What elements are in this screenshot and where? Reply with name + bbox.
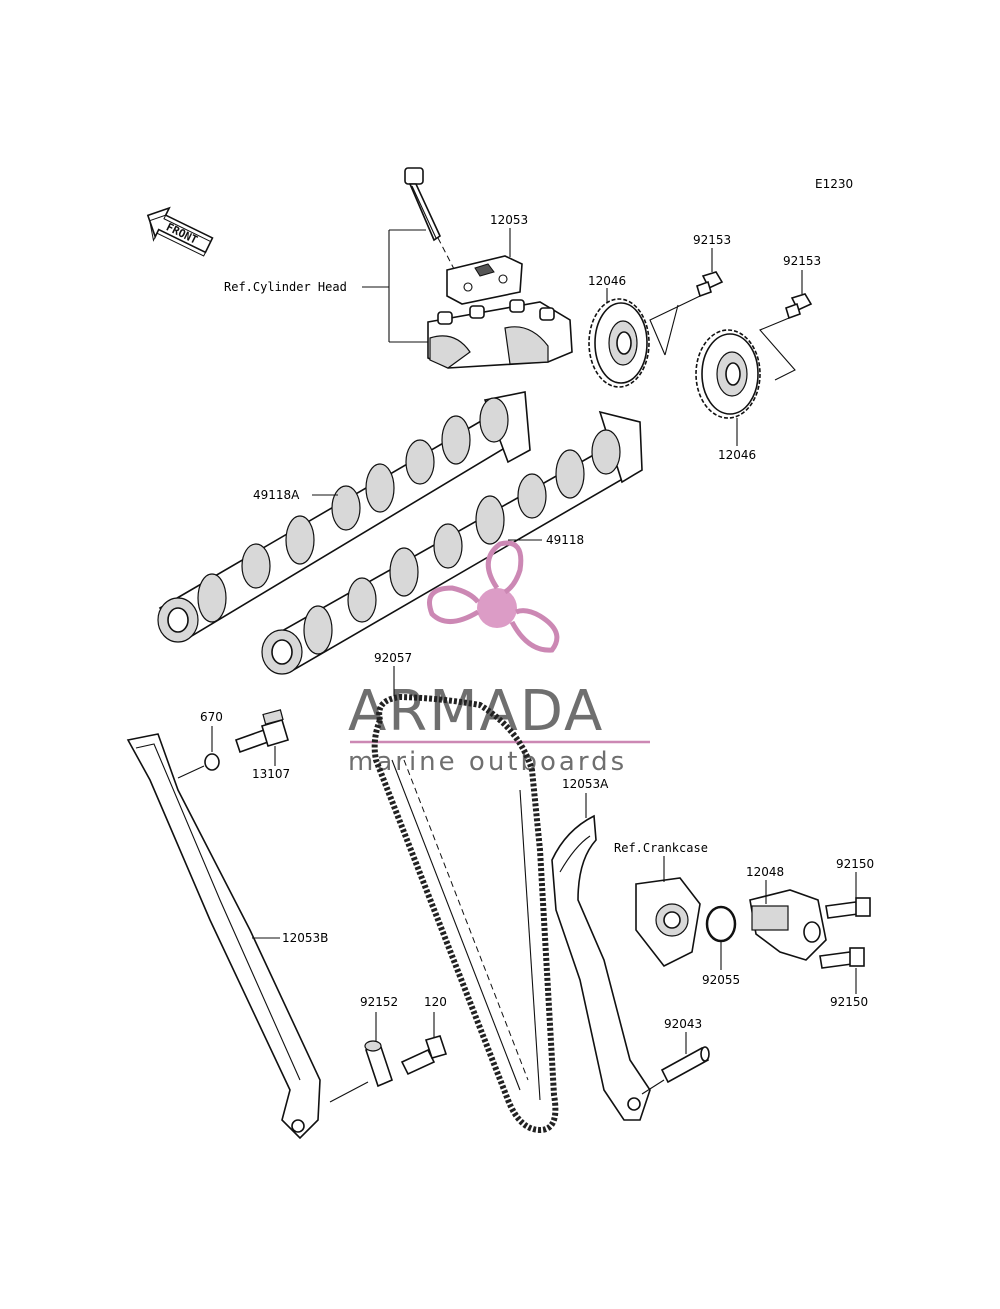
label-12053B: 12053B [282, 931, 328, 945]
pin-92043 [660, 1046, 710, 1084]
ref-crankcase-label: Ref.Crankcase [614, 841, 708, 855]
label-12046-bottom: 12046 [718, 448, 756, 462]
bolt-120 [400, 1035, 448, 1076]
camshaft-holder [427, 299, 573, 369]
label-49118: 49118 [546, 533, 584, 547]
chain-tensioner-12048 [749, 889, 827, 961]
label-92153-right: 92153 [783, 254, 821, 268]
sprocket-bolt-right [785, 293, 813, 320]
label-670: 670 [200, 710, 223, 724]
label-92153-left: 92153 [693, 233, 731, 247]
label-12046-top: 12046 [588, 274, 626, 288]
label-92150-top: 92150 [836, 857, 874, 871]
propeller-icon [427, 540, 560, 653]
o-ring-92055 [705, 905, 737, 943]
bolt-92150-top [825, 897, 871, 919]
tensioner-guide-12053A [551, 814, 651, 1121]
cylinder-head-bolt [404, 167, 442, 242]
watermark-brand: ARMADA [348, 679, 604, 744]
bolt-13107 [234, 709, 289, 754]
label-92055: 92055 [702, 973, 740, 987]
label-120: 120 [424, 995, 447, 1009]
cam-sprocket-left [588, 298, 650, 388]
label-92043: 92043 [664, 1017, 702, 1031]
ref-cylinder-head-bracket [362, 229, 432, 343]
ref-cylinder-head-label: Ref.Cylinder Head [224, 280, 347, 294]
crankcase-tensioner-mount [635, 877, 701, 968]
bolt-92150-bottom [819, 947, 865, 969]
watermark-tagline: marine outboards [348, 747, 627, 777]
label-12053A: 12053A [562, 777, 609, 791]
cam-sprocket-right [695, 329, 761, 419]
label-12053: 12053 [490, 213, 528, 227]
upper-chain-guide-12053 [446, 255, 523, 305]
label-13107: 13107 [252, 767, 290, 781]
label-12048: 12048 [746, 865, 784, 879]
camshaft-49118 [261, 410, 643, 675]
sprocket-bolt-left [696, 271, 724, 298]
armada-watermark: ARMADA marine outboards [348, 540, 650, 777]
label-49118A: 49118A [253, 488, 300, 502]
camshaft-49118A [157, 391, 531, 643]
o-ring-670 [204, 753, 220, 771]
cam-chain-92057 [371, 693, 559, 1134]
label-92150-bottom: 92150 [830, 995, 868, 1009]
label-92057: 92057 [374, 651, 412, 665]
chain-guide-12053B [126, 733, 321, 1140]
diagram-code: E1230 [815, 177, 853, 191]
collar-92152 [364, 1040, 393, 1088]
label-92152: 92152 [360, 995, 398, 1009]
front-arrow-icon: FRONT [146, 206, 214, 257]
